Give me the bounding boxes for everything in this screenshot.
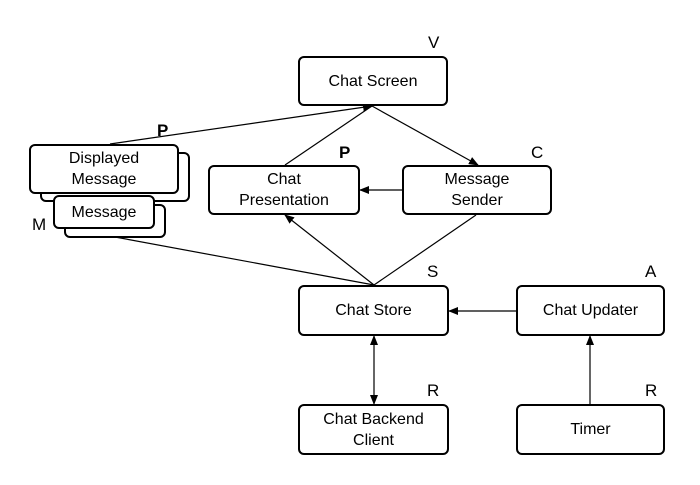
displayed-message-node: Displayed Message xyxy=(29,144,179,194)
message-sender-tag: C xyxy=(531,143,544,162)
edge-message-sender-chat-store xyxy=(373,214,477,286)
displayed-message-tag: P xyxy=(157,121,169,140)
message-node: Message xyxy=(53,195,155,229)
timer-label: Timer xyxy=(570,421,611,438)
message-sender-node: Message Sender xyxy=(402,165,552,215)
chat-backend-client-label: Chat Backend Client xyxy=(323,410,424,449)
chat-updater-label: Chat Updater xyxy=(542,302,639,319)
message-tag: M xyxy=(32,215,47,234)
edge-chat-screen-message-sender xyxy=(371,105,479,166)
chat-screen-tag: V xyxy=(428,33,440,52)
chat-backend-client-tag: R xyxy=(427,381,440,400)
chat-updater-node: Chat Updater xyxy=(516,285,665,336)
chat-screen-label: Chat Screen xyxy=(328,72,418,90)
edge-message-chat-store xyxy=(114,236,375,286)
chat-screen-node: Chat Screen xyxy=(298,56,448,106)
chat-store-tag: S xyxy=(427,262,439,281)
chat-backend-client-node: Chat Backend Client xyxy=(298,404,449,455)
edge-chat-store-chat-presentation xyxy=(284,214,375,286)
timer-node: Timer xyxy=(516,404,665,455)
edge-chat-presentation-chat-screen xyxy=(284,105,373,166)
chat-presentation-label: Chat Presentation xyxy=(239,171,329,209)
chat-store-node: Chat Store xyxy=(298,285,449,336)
displayed-message-label: Displayed Message xyxy=(68,150,140,188)
message-label: Message xyxy=(71,203,137,221)
chat-presentation-node: Chat Presentation xyxy=(208,165,360,215)
chat-store-label: Chat Store xyxy=(335,302,412,319)
edge-displayed-message-chat-screen xyxy=(109,103,373,145)
timer-tag: R xyxy=(645,381,658,400)
message-sender-label: Message Sender xyxy=(444,171,510,209)
chat-presentation-tag: P xyxy=(339,143,351,162)
chat-updater-tag: A xyxy=(645,262,657,281)
